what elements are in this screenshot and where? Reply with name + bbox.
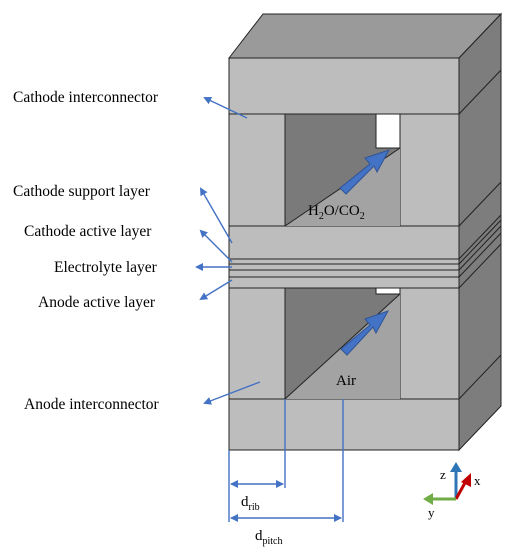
dimension-lines (228, 399, 344, 522)
dim-label-pitch: dpitch (255, 528, 283, 547)
top-face (227, 13, 503, 59)
dim-label-rib: drib (241, 494, 260, 513)
leader-anode-interconnector (203, 381, 261, 405)
upper-channel-opening (375, 113, 401, 149)
axis-x-head (461, 473, 471, 487)
leader-arrows (195, 96, 261, 405)
axis-x (454, 480, 468, 500)
label-anode-interconnector: Anode interconnector (24, 396, 160, 413)
label-electrolyte-layer: Electrolyte layer (54, 259, 158, 276)
lower-channel-opening (375, 287, 401, 295)
label-cathode-support-layer: Cathode support layer (13, 183, 151, 200)
label-anode-active-layer: Anode active layer (38, 294, 156, 311)
axis-x-label: x (474, 473, 481, 488)
label-cathode-interconnector: Cathode interconnector (13, 89, 159, 106)
axis-z-label: z (440, 467, 446, 482)
axis-y-label: y (428, 505, 435, 520)
flow-arrow-upper (339, 149, 391, 195)
cell-block (227, 12, 503, 452)
leader-cathode-support-layer (200, 187, 233, 244)
side-layer-lines (458, 69, 502, 400)
axis-z-head (450, 462, 462, 472)
axis-y-head (423, 493, 433, 505)
leader-anode-active-layer (199, 279, 233, 301)
label-cathode-active-layer: Cathode active layer (24, 223, 152, 240)
lower-flow-label: Air (336, 373, 356, 389)
coordinate-axes: z x y (423, 462, 481, 520)
leader-cathode-active-layer (199, 229, 233, 263)
upper-flow-label: H2O/CO2 (308, 203, 365, 222)
leader-cathode-interconnector (203, 96, 248, 119)
flow-arrow-lower (340, 310, 390, 356)
